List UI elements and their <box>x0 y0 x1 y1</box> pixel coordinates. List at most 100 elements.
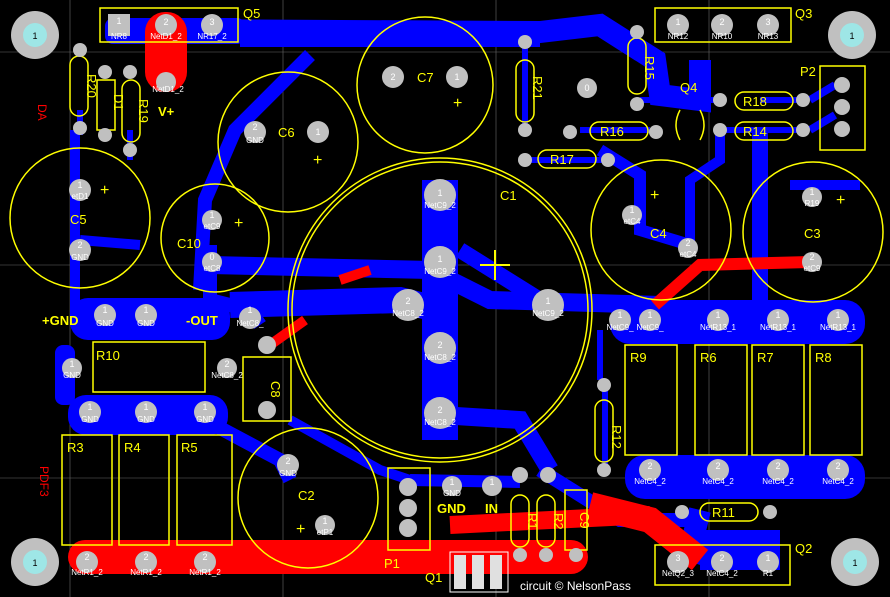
svg-text:1: 1 <box>247 305 252 315</box>
pad-c6-1: 1 <box>307 121 329 143</box>
svg-text:NetC4_2: NetC4_2 <box>706 569 738 578</box>
label-plus-gnd: +GND <box>42 313 78 328</box>
ref-r18: R18 <box>743 94 767 109</box>
ref-c5: C5 <box>70 212 87 227</box>
svg-text:etC8: etC8 <box>204 264 221 273</box>
pad-in-a <box>512 467 528 483</box>
svg-text:2: 2 <box>647 461 652 471</box>
svg-text:2: 2 <box>809 252 814 262</box>
svg-text:+: + <box>296 521 305 538</box>
svg-text:NetC4_2: NetC4_2 <box>822 477 854 486</box>
svg-text:NetD1_2: NetD1_2 <box>150 32 182 41</box>
svg-text:1: 1 <box>675 17 680 27</box>
q3-outline <box>654 7 792 43</box>
c4-outline <box>590 159 732 301</box>
ref-p1: P1 <box>384 556 400 571</box>
svg-text:2: 2 <box>252 122 257 132</box>
svg-text:GND: GND <box>246 136 264 145</box>
svg-text:NetD1_2: NetD1_2 <box>152 85 184 94</box>
ref-q5: Q5 <box>243 6 260 21</box>
c3-outline <box>742 161 884 303</box>
pad-c7-2: 2 <box>382 66 404 88</box>
svg-text:NetQ2_3: NetQ2_3 <box>662 569 695 578</box>
svg-text:1: 1 <box>545 296 550 306</box>
svg-text:NetC9_2: NetC9_2 <box>424 201 456 210</box>
svg-text:2: 2 <box>143 552 148 562</box>
label-in: IN <box>485 501 498 516</box>
mount-hole-tr: 1 <box>828 11 876 59</box>
svg-text:NetR13_1: NetR13_1 <box>700 323 737 332</box>
ref-d1: D1 <box>111 94 126 111</box>
svg-text:NetC4_2: NetC4_2 <box>634 477 666 486</box>
q2-outline <box>654 544 791 586</box>
svg-text:1: 1 <box>449 477 454 487</box>
ref-q4: Q4 <box>680 80 697 95</box>
svg-text:GND: GND <box>443 489 461 498</box>
ref-c2: C2 <box>298 488 315 503</box>
ref-r2: R2 <box>551 513 566 530</box>
svg-text:+: + <box>650 187 659 204</box>
svg-text:NetC9_2: NetC9_2 <box>532 309 564 318</box>
svg-text:+: + <box>836 192 845 209</box>
svg-text:2: 2 <box>390 72 395 82</box>
ref-c3: C3 <box>804 226 821 241</box>
svg-text:GND: GND <box>96 319 114 328</box>
svg-text:1: 1 <box>69 359 74 369</box>
pad-c7-1: 1 <box>446 66 468 88</box>
ref-r20: R20 <box>84 74 99 98</box>
svg-text:NetR13_1: NetR13_1 <box>760 323 797 332</box>
svg-text:1: 1 <box>629 205 634 215</box>
svg-text:NetC8_2: NetC8_2 <box>424 353 456 362</box>
svg-text:GND: GND <box>81 415 99 424</box>
pad-c8-b <box>258 401 276 419</box>
svg-text:R19: R19 <box>805 199 820 208</box>
svg-text:GND: GND <box>196 415 214 424</box>
mounting-holes: 1 1 1 1 <box>11 11 879 586</box>
svg-text:2: 2 <box>437 340 442 350</box>
ref-r21: R21 <box>530 76 545 100</box>
svg-text:1: 1 <box>647 310 652 320</box>
ref-r10: R10 <box>96 348 120 363</box>
ref-q2: Q2 <box>795 541 812 556</box>
pad-zero-center: 0 <box>577 78 597 98</box>
svg-text:NetC8_: NetC8_ <box>236 319 264 328</box>
svg-text:1: 1 <box>209 210 214 220</box>
label-red-top: DA <box>35 104 49 121</box>
svg-text:NR13: NR13 <box>758 32 779 41</box>
svg-text:1: 1 <box>852 558 857 568</box>
svg-text:2: 2 <box>202 552 207 562</box>
ref-r1: R1 <box>525 513 540 530</box>
pad-p2-1 <box>834 77 850 93</box>
svg-text:NetC9_: NetC9_ <box>636 323 664 332</box>
svg-text:0: 0 <box>209 252 214 262</box>
label-red-bottom: PDF3 <box>37 466 51 497</box>
mount-hole-br: 1 <box>831 538 879 586</box>
svg-text:NetC9_: NetC9_ <box>606 323 634 332</box>
pad-netd1: NetD1_2 <box>152 72 184 94</box>
mount-hole-bl: 1 <box>11 538 59 586</box>
svg-text:1: 1 <box>77 180 82 190</box>
svg-text:GND: GND <box>71 253 89 262</box>
c5-outline <box>9 147 151 289</box>
svg-text:1: 1 <box>454 72 459 82</box>
svg-text:1: 1 <box>143 305 148 315</box>
svg-text:1: 1 <box>32 31 37 41</box>
svg-text:1: 1 <box>102 305 107 315</box>
